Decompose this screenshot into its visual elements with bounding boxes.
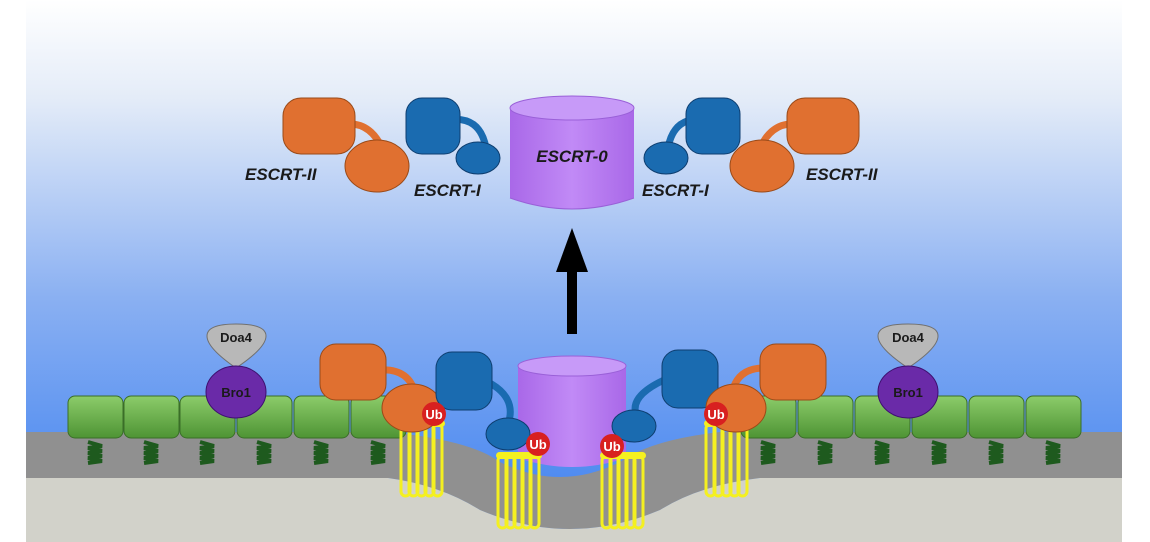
lattice-anchor-spring (874, 440, 890, 465)
svg-text:Ub: Ub (707, 407, 724, 422)
escrt-0-top (509, 95, 635, 121)
bro1-doa4-left: Doa4 Bro1 (205, 323, 267, 419)
lattice-block (123, 395, 180, 439)
lattice-block (67, 395, 124, 439)
lattice-anchor-spring (199, 440, 215, 465)
lattice-anchor-spring (817, 440, 833, 465)
lattice-anchor-spring (313, 440, 329, 465)
label-escrt-i-left: ESCRT-I (414, 181, 482, 200)
label-bro1-right: Bro1 (893, 385, 923, 400)
label-escrt-ii-left: ESCRT-II (245, 165, 318, 184)
escrt-0-body (510, 110, 634, 209)
released-complexes: ESCRT-II ESCRT-I ESCRT-0 ESCRT-I ESCRT-I… (245, 95, 879, 210)
escrt-ii-left-large (282, 97, 356, 155)
lattice-anchor-spring (370, 440, 386, 465)
lattice-anchor-spring (256, 440, 272, 465)
svg-text:Ub: Ub (425, 407, 442, 422)
escrt-ii-right-large (786, 97, 860, 155)
escrt-i-left-small (455, 141, 501, 175)
lattice-anchor-spring (760, 440, 776, 465)
escrt-i-bound-left (435, 351, 531, 451)
bro1-doa4-right: Doa4 Bro1 (877, 323, 939, 419)
ub-tag: Ub (422, 402, 446, 426)
escrt-ii-right-small (729, 139, 795, 193)
lumen (26, 478, 1122, 542)
label-bro1-left: Bro1 (221, 385, 251, 400)
lattice-anchor-spring (988, 440, 1004, 465)
ub-tag: Ub (704, 402, 728, 426)
lattice-block (293, 395, 350, 439)
lattice-anchor-spring (1045, 440, 1061, 465)
escrt-i-left-large (405, 97, 461, 155)
label-doa4-right: Doa4 (892, 330, 925, 345)
ub-tag: Ub (526, 432, 550, 456)
label-escrt-0: ESCRT-0 (536, 147, 608, 166)
lattice-anchors (87, 440, 1061, 465)
membrane (26, 432, 1122, 529)
label-escrt-i-right: ESCRT-I (642, 181, 710, 200)
ub-tag: Ub (600, 434, 624, 458)
lattice-block (1025, 395, 1082, 439)
lattice-anchor-spring (87, 440, 103, 465)
svg-text:Ub: Ub (603, 439, 620, 454)
label-doa4-left: Doa4 (220, 330, 253, 345)
escrt-ii-left-small (344, 139, 410, 193)
svg-text:Ub: Ub (529, 437, 546, 452)
escrt-i-bound-right (611, 349, 719, 443)
label-escrt-ii-right: ESCRT-II (806, 165, 879, 184)
lattice-block (797, 395, 854, 439)
dissociation-arrow (556, 228, 588, 334)
cargo-protein (496, 452, 542, 530)
lattice-block (968, 395, 1025, 439)
lattice-anchor-spring (143, 440, 159, 465)
lattice-anchor-spring (931, 440, 947, 465)
escrt-i-right-large (685, 97, 741, 155)
escrt-i-right-small (643, 141, 689, 175)
